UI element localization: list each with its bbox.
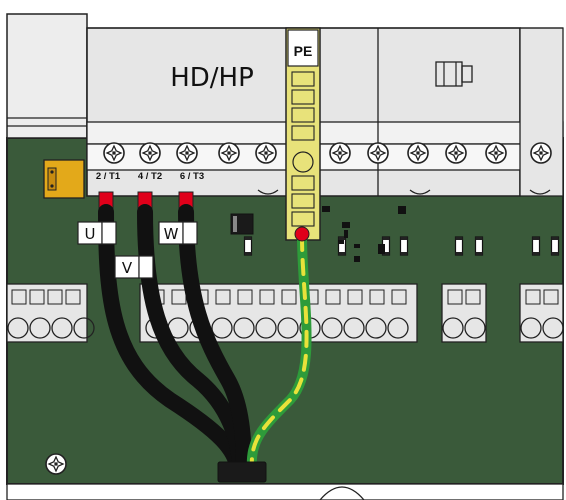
mounting-screw-icon bbox=[45, 453, 67, 475]
pe-label: PE bbox=[294, 43, 313, 59]
svg-text:V: V bbox=[122, 259, 133, 277]
screw-icon bbox=[103, 142, 125, 164]
terminal-block-center bbox=[139, 283, 418, 343]
relay-symbol-icon bbox=[435, 61, 473, 87]
screw-icon bbox=[367, 142, 389, 164]
terminal-block-right-small bbox=[441, 283, 487, 343]
cable-gland bbox=[217, 461, 267, 483]
module-label: HD/HP bbox=[170, 63, 254, 93]
screw-icon bbox=[407, 142, 429, 164]
screw-icon bbox=[255, 142, 277, 164]
screw-icon bbox=[176, 142, 198, 164]
screw-icon bbox=[139, 142, 161, 164]
left-housing bbox=[6, 13, 88, 139]
terminal-label-t3: 6 / T3 bbox=[180, 171, 204, 182]
terminal-block-right-edge bbox=[519, 283, 564, 343]
screw-icon bbox=[485, 142, 507, 164]
screw-icon bbox=[530, 142, 552, 164]
board-components bbox=[230, 206, 560, 262]
screw-icon bbox=[329, 142, 351, 164]
earth-cable bbox=[246, 231, 312, 475]
bottom-rail bbox=[6, 483, 564, 500]
svg-text:W: W bbox=[164, 225, 179, 243]
screw-icon bbox=[218, 142, 240, 164]
pe-contact bbox=[294, 226, 310, 242]
phase-label-w: W bbox=[158, 221, 198, 245]
orange-connector bbox=[43, 159, 85, 199]
svg-text:U: U bbox=[85, 225, 96, 243]
terminal-label-t2: 4 / T2 bbox=[138, 171, 162, 182]
terminal-label-t1: 2 / T1 bbox=[96, 171, 121, 182]
drive-module-housing bbox=[86, 27, 564, 197]
terminal-block-left bbox=[6, 283, 95, 343]
phase-label-u: U bbox=[77, 221, 117, 245]
phase-label-v: V bbox=[114, 255, 154, 279]
screw-icon bbox=[445, 142, 467, 164]
pe-bar bbox=[285, 27, 321, 241]
